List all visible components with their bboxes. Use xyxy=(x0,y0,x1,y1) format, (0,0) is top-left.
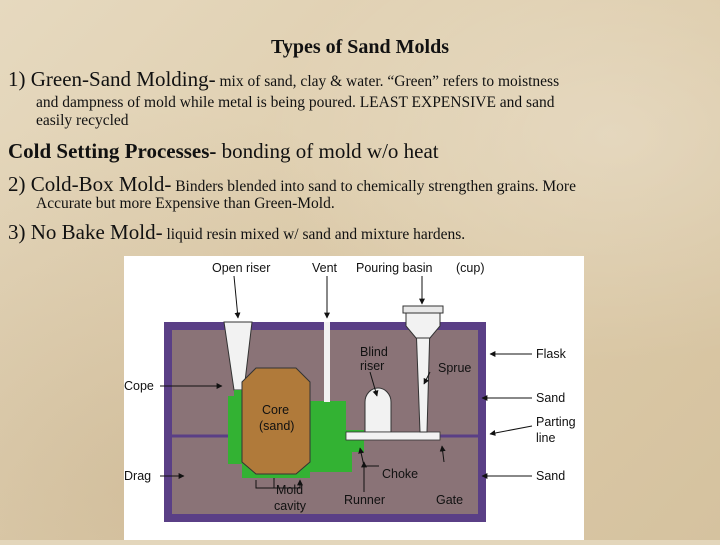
bullet-green-sand: 1) Green-Sand Molding- mix of sand, clay… xyxy=(8,68,714,91)
pouring-basin-rim xyxy=(402,305,444,314)
label-cope: Cope xyxy=(124,379,154,393)
label-choke: Choke xyxy=(382,467,418,481)
label-core-sand: (sand) xyxy=(259,419,294,433)
label-cup: (cup) xyxy=(456,261,484,275)
label-sprue: Sprue xyxy=(438,361,471,375)
bullet-lead: 3) No Bake Mold- xyxy=(8,220,163,244)
label-drag: Drag xyxy=(124,469,151,483)
pointer-open-riser xyxy=(233,275,241,319)
diagram-svg: Open riser Vent Pouring basin (cup) Flas… xyxy=(124,261,576,522)
label-riser: riser xyxy=(360,359,384,373)
label-line: line xyxy=(536,431,556,445)
blind-riser xyxy=(364,387,392,433)
label-vent: Vent xyxy=(312,261,338,275)
label-runner: Runner xyxy=(344,493,385,507)
label-mold: Mold xyxy=(276,483,303,497)
sand-core xyxy=(241,367,311,475)
runner xyxy=(345,431,441,441)
bullet-no-bake: 3) No Bake Mold- liquid resin mixed w/ s… xyxy=(8,221,714,244)
sand-mold-diagram: Open riser Vent Pouring basin (cup) Flas… xyxy=(124,256,584,540)
label-blind: Blind xyxy=(360,345,388,359)
label-open-riser: Open riser xyxy=(212,261,270,275)
label-gate: Gate xyxy=(436,493,463,507)
label-cavity: cavity xyxy=(274,499,307,513)
label-pouring-basin: Pouring basin xyxy=(356,261,432,275)
bullet-text: Binders blended into sand to chemically … xyxy=(171,178,576,195)
bullet-lead: 2) Cold-Box Mold- xyxy=(8,172,172,196)
label-sand-upper: Sand xyxy=(536,391,565,405)
pointer-gate xyxy=(439,445,446,463)
bullet-continuation: and dampness of mold while metal is bein… xyxy=(36,94,555,111)
pointer-sprue xyxy=(423,371,431,385)
pointer-mold-cavity xyxy=(255,478,275,489)
bullet-cold-box: 2) Cold-Box Mold- Binders blended into s… xyxy=(8,173,714,196)
vent xyxy=(324,322,330,402)
pointer-parting-line xyxy=(489,425,533,436)
slide-title: Types of Sand Molds xyxy=(270,36,449,58)
section-heading: Cold Setting Processes- bonding of mold … xyxy=(8,139,439,164)
label-flask: Flask xyxy=(536,347,567,361)
bullet-text: liquid resin mixed w/ sand and mixture h… xyxy=(162,226,466,243)
bullet-lead: 1) Green-Sand Molding- xyxy=(8,67,216,91)
label-core: Core xyxy=(262,403,289,417)
bullet-continuation: easily recycled xyxy=(36,112,129,129)
pointer-blind-riser xyxy=(369,371,379,397)
heading-bold: Cold Setting Processes- xyxy=(8,139,217,163)
heading-text: bonding of mold w/o heat xyxy=(216,139,439,163)
label-sand-lower: Sand xyxy=(536,469,565,483)
label-parting: Parting xyxy=(536,415,576,429)
bullet-text: mix of sand, clay & water. “Green” refer… xyxy=(215,73,560,90)
bullet-continuation: Accurate but more Expensive than Green-M… xyxy=(36,195,335,212)
